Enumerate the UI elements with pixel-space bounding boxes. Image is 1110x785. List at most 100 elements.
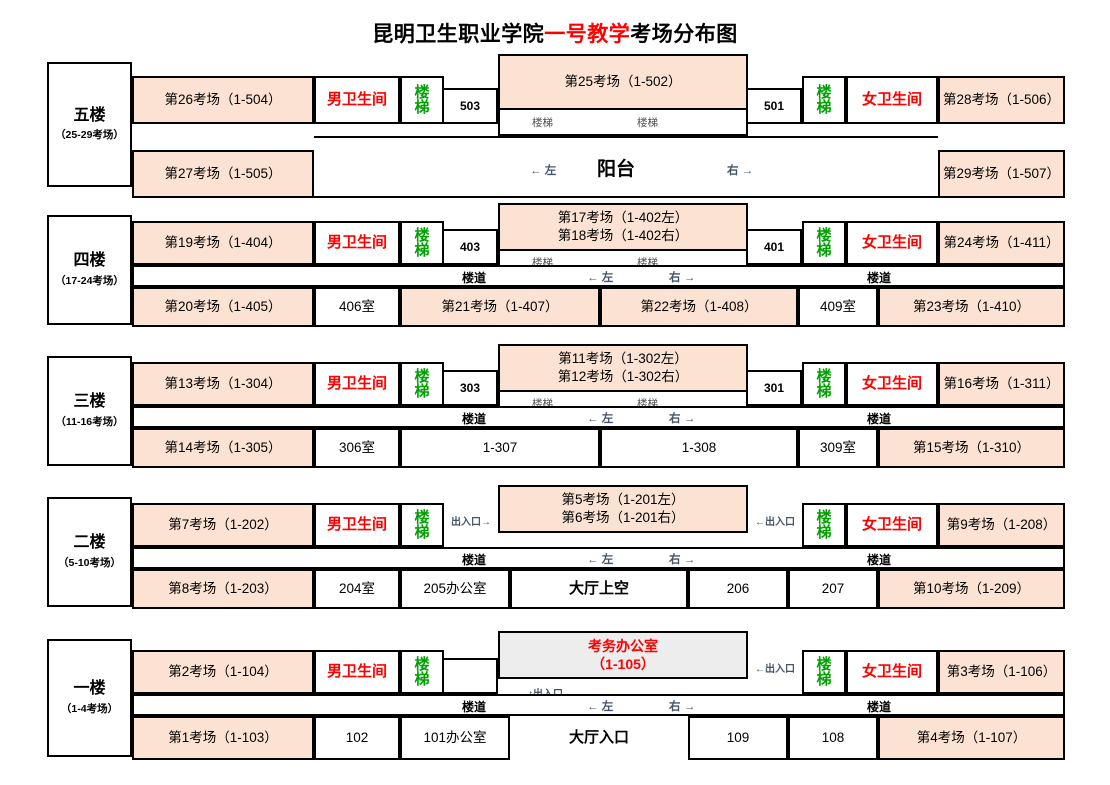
balcony-label: 阳台 [597, 159, 636, 180]
room-exam-17: 第17考场（1-402左） [557, 210, 689, 226]
stairs-left: 楼 梯 [400, 650, 444, 694]
room-306: 306室 [314, 428, 400, 468]
room-301: 301 [748, 370, 802, 406]
room-exam-8[interactable]: 第8考场（1-203） [132, 569, 314, 609]
room-exam-14[interactable]: 第14考场（1-305） [132, 428, 314, 468]
stairs-right: 楼 梯 [802, 503, 846, 547]
room-exam-24[interactable]: 第24考场（1-411） [938, 221, 1065, 265]
corridor-label-right-1: 楼道 [867, 700, 892, 714]
room-207: 207 [788, 569, 878, 609]
room-exam-20[interactable]: 第20考场（1-405） [132, 287, 314, 327]
balcony-area [314, 136, 938, 198]
entrance-exit-label: 出入口→ [451, 516, 491, 528]
male-restroom: 男卫生间 [314, 76, 400, 124]
stair-label-left-5: 楼梯 [532, 117, 553, 129]
room-exam-25[interactable]: 第25考场（1-502） [498, 54, 748, 110]
room-exam-12: 第12考场（1-302右） [557, 369, 689, 384]
hall-above: 大厅上空 [510, 569, 688, 609]
room-exam-6: 第6考场（1-201右） [561, 510, 685, 525]
office-name: 考务办公室 [588, 637, 658, 654]
male-restroom: 男卫生间 [314, 362, 400, 406]
room-exam-9[interactable]: 第9考场（1-208） [938, 503, 1065, 547]
room-exam-4[interactable]: 第4考场（1-107） [878, 716, 1065, 760]
floor-label-1: 一楼 （1-4考场） [47, 639, 132, 757]
female-restroom: 女卫生间 [846, 221, 938, 265]
direction-right-3: 右 → [669, 413, 696, 425]
corridor-label-right-2: 楼道 [867, 553, 892, 567]
floor-name: 四楼 [73, 252, 106, 270]
male-restroom: 男卫生间 [314, 503, 400, 547]
direction-right-4: 右 → [669, 272, 696, 284]
entrance-exit-label: ←出入口 [755, 516, 795, 528]
room-102: 102 [314, 716, 400, 760]
room-406: 406室 [314, 287, 400, 327]
floor-sub: （11-16考场） [55, 415, 124, 428]
stair-char-bottom: 梯 [816, 671, 832, 688]
female-restroom: 女卫生间 [846, 362, 938, 406]
entrance-exit-label: ←出入口 [755, 663, 795, 675]
stair-char-bottom: 梯 [816, 524, 832, 541]
room-exam-7[interactable]: 第7考场（1-202） [132, 503, 314, 547]
room-exam-10[interactable]: 第10考场（1-209） [878, 569, 1065, 609]
room-exam-11-12[interactable]: 第11考场（1-302左） 第12考场（1-302右） [498, 344, 748, 392]
room-401: 401 [748, 229, 802, 265]
room-exam-29[interactable]: 第29考场（1-507） [938, 150, 1065, 198]
room-exam-27[interactable]: 第27考场（1-505） [132, 150, 314, 198]
room-exam-2[interactable]: 第2考场（1-104） [132, 650, 314, 694]
room-204: 204室 [314, 569, 400, 609]
entrance-exit-right-1: ←出入口 [748, 658, 802, 682]
room-exam-22[interactable]: 第22考场（1-408） [600, 287, 798, 327]
room-exam-5: 第5考场（1-201左） [561, 492, 685, 508]
direction-right-5: 右 → [727, 165, 754, 177]
stair-char-top: 楼 [816, 84, 832, 101]
room-309: 309室 [798, 428, 878, 468]
stairs-right: 楼 梯 [802, 221, 846, 265]
room-exam-13[interactable]: 第13考场（1-304） [132, 362, 314, 406]
corridor-strip-3 [132, 406, 1065, 428]
stair-char-top: 楼 [816, 656, 832, 673]
room-exam-1[interactable]: 第1考场（1-103） [132, 716, 314, 760]
stair-char-bottom: 梯 [816, 242, 832, 259]
connector-1 [444, 658, 498, 694]
room-exam-28[interactable]: 第28考场（1-506） [938, 76, 1065, 124]
floor-3-body: 第13考场（1-304） 男卫生间 楼 梯 303 第11考场（1-302左） … [132, 344, 1065, 468]
exam-affairs-office[interactable]: 考务办公室 （1-105） [498, 631, 748, 679]
room-exam-21[interactable]: 第21考场（1-407） [400, 287, 600, 327]
floor-block-3: 三楼 （11-16考场） 第13考场（1-304） 男卫生间 楼 梯 303 第… [47, 344, 1065, 468]
female-restroom: 女卫生间 [846, 650, 938, 694]
floor-sub: （1-4考场） [60, 702, 119, 715]
stair-char-top: 楼 [414, 368, 430, 385]
room-exam-19[interactable]: 第19考场（1-404） [132, 221, 314, 265]
stair-char-bottom: 梯 [414, 383, 430, 400]
floor-1-body: 第2考场（1-104） 男卫生间 楼 梯 考务办公室 （1-105） ↑出入口 … [132, 631, 1065, 760]
corridor-label-left-4: 楼道 [462, 271, 487, 285]
room-exam-17-18[interactable]: 第17考场（1-402左） 第18考场（1-402右） [498, 203, 748, 251]
room-exam-23[interactable]: 第23考场（1-410） [878, 287, 1065, 327]
room-409: 409室 [798, 287, 878, 327]
room-exam-16[interactable]: 第16考场（1-311） [938, 362, 1065, 406]
direction-right-1: 右 → [669, 701, 696, 713]
stair-char-bottom: 梯 [414, 671, 430, 688]
entrance-exit-right-2: ←出入口 [748, 511, 802, 535]
floor-name: 三楼 [73, 393, 106, 411]
corridor-strip-1 [132, 694, 1065, 716]
corridor-strip-2 [132, 547, 1065, 569]
stairs-left: 楼 梯 [400, 362, 444, 406]
stair-char-top: 楼 [816, 227, 832, 244]
room-108: 108 [788, 716, 878, 760]
corridor-label-right-4: 楼道 [867, 271, 892, 285]
direction-left-1: ← 左 [587, 701, 614, 713]
room-exam-5-6[interactable]: 第5考场（1-201左） 第6考场（1-201右） [498, 485, 748, 533]
room-exam-26[interactable]: 第26考场（1-504） [132, 76, 314, 124]
room-exam-3[interactable]: 第3考场（1-106） [938, 650, 1065, 694]
male-restroom: 男卫生间 [314, 221, 400, 265]
floor-label-4: 四楼 （17-24考场） [47, 215, 132, 325]
room-exam-11: 第11考场（1-302左） [558, 351, 688, 367]
stairs-right: 楼 梯 [802, 362, 846, 406]
direction-left-4: ← 左 [587, 272, 614, 284]
room-205-office: 205办公室 [400, 569, 510, 609]
room-exam-15[interactable]: 第15考场（1-310） [878, 428, 1065, 468]
room-501: 501 [748, 88, 802, 124]
female-restroom: 女卫生间 [846, 503, 938, 547]
title-part2: 考场分布图 [630, 23, 738, 46]
